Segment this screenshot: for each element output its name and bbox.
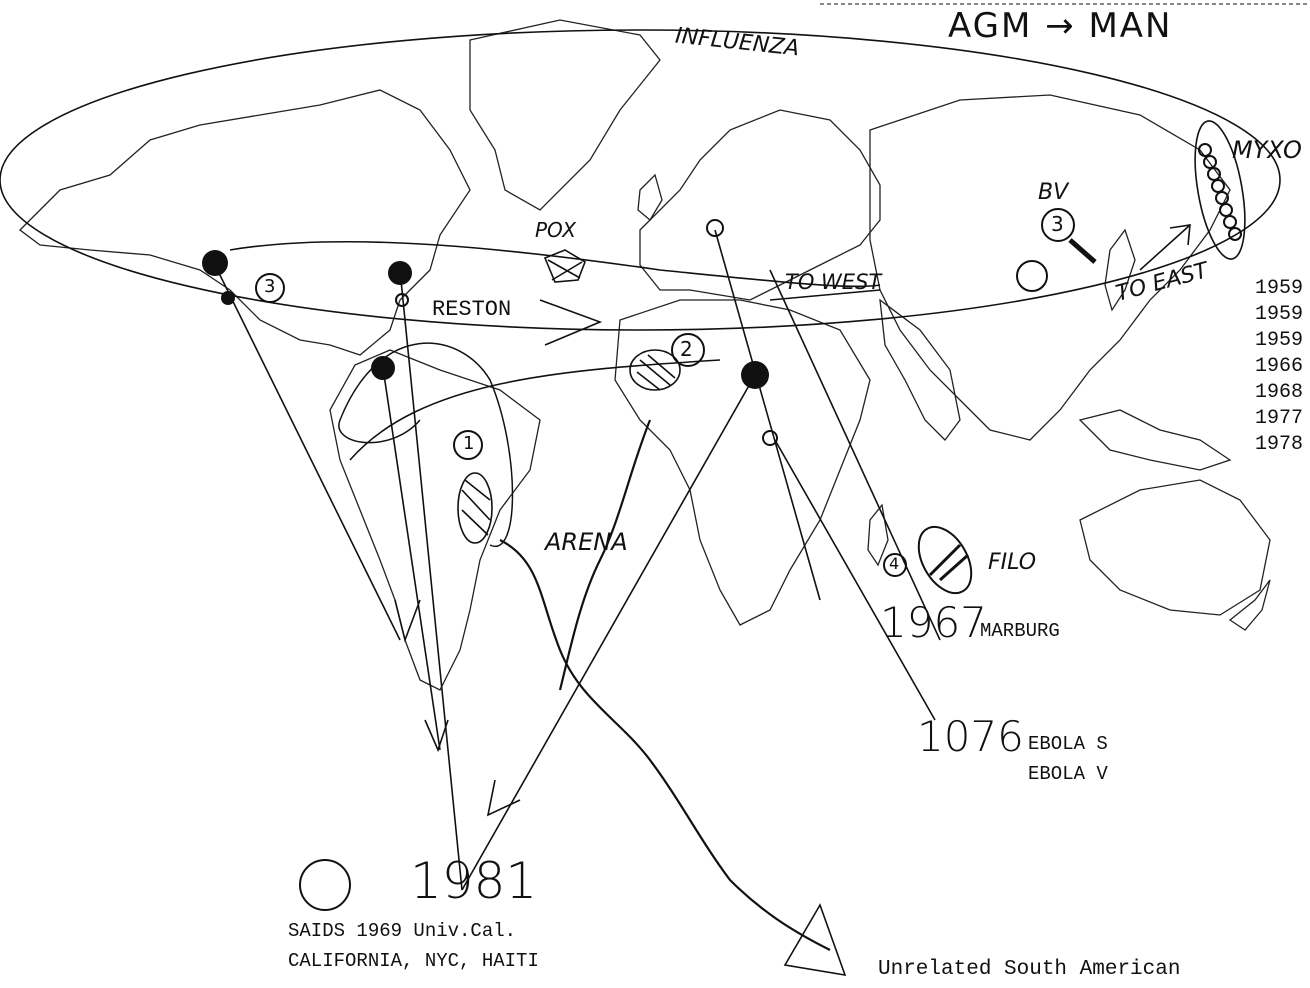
- pox-hatched: [629, 349, 681, 391]
- india-outline: [879, 298, 961, 441]
- hatch-lines: [461, 354, 676, 536]
- madagascar-outline: [867, 503, 889, 567]
- dot-california: [202, 250, 228, 276]
- circle-label-3a: 3: [1051, 212, 1064, 236]
- year-item: 1959: [1255, 277, 1304, 300]
- arrow-3: [486, 779, 521, 817]
- to-west-arrow: [769, 289, 881, 301]
- influenza-ellipse: [0, 29, 1281, 331]
- marburg-name: MARBURG: [980, 620, 1060, 642]
- label-myxo: MYXO: [1232, 136, 1302, 164]
- pox-icon: [543, 249, 586, 283]
- arena-hatched: [457, 472, 493, 544]
- wavy-path: [499, 539, 831, 951]
- myxo-ellipse: [1194, 120, 1246, 260]
- label-arena: ARENA: [545, 528, 628, 556]
- year-item: 1978: [1255, 433, 1304, 456]
- virus-circle: [299, 859, 351, 911]
- ring-europe: [706, 219, 724, 237]
- return-loop: [349, 359, 721, 461]
- marburg-year: 1967: [880, 598, 987, 647]
- arrow-2: [424, 719, 449, 753]
- arrow-1: [394, 599, 421, 643]
- wavy-path-2: [558, 419, 652, 691]
- line-europe-to-1967: [714, 229, 821, 601]
- dot-nyc: [388, 261, 412, 285]
- ebola-line1: EBOLA S: [1028, 733, 1108, 755]
- line-nyc-to-1981: [399, 269, 463, 891]
- circle-1: [453, 430, 483, 460]
- ring-nyc: [395, 293, 409, 307]
- year-item: 1959: [1255, 329, 1304, 352]
- dot-africa: [741, 361, 769, 389]
- year-item: 1959: [1255, 303, 1304, 326]
- circle-2: [671, 333, 705, 367]
- filo-ellipse: [917, 525, 973, 595]
- south-america-outline: [329, 349, 541, 691]
- ring-asia: [1016, 260, 1048, 292]
- circle-label-1: 1: [463, 433, 475, 454]
- aids-line2: CALIFORNIA, NYC, HAITI: [288, 950, 539, 972]
- label-reston: RESTON: [432, 297, 512, 322]
- circle-label-3b: 3: [264, 276, 276, 297]
- circle-3-left: [255, 273, 285, 303]
- page-title: AGM → MAN: [948, 6, 1173, 46]
- greenland-outline: [469, 19, 661, 211]
- africa-outline: [614, 299, 871, 626]
- islands-outline: [1078, 409, 1232, 471]
- line-ca-to-1981: [214, 264, 401, 641]
- triangle-arrow: [783, 903, 847, 977]
- year-item: 1966: [1255, 355, 1304, 378]
- arena-lasso: [338, 342, 514, 548]
- line-africa-to-1981: [461, 374, 756, 891]
- myxo-beads: [1198, 143, 1242, 241]
- circle-label-2: 2: [680, 337, 693, 361]
- years-list: 1959 1959 1959 1966 1968 1977 1978: [1255, 276, 1303, 458]
- circle-label-4: 4: [889, 554, 900, 573]
- label-filo: FILO: [988, 550, 1037, 575]
- reston-loop: [229, 240, 881, 288]
- north-america-outline: [19, 89, 471, 356]
- filo-strand: [928, 543, 969, 582]
- line-marburg: [769, 269, 941, 641]
- aids-year: 1981: [410, 852, 538, 910]
- label-bv: BV: [1038, 180, 1069, 205]
- asia-outline: [869, 94, 1231, 441]
- ebola-line2: EBOLA V: [1028, 763, 1108, 785]
- footer-note: Unrelated South American: [878, 958, 1181, 981]
- aids-line1: SAIDS 1969 Univ.Cal.: [288, 920, 517, 942]
- bv-stalk: [1068, 238, 1097, 264]
- ebola-year: 1076: [917, 712, 1024, 761]
- label-pox: POX: [535, 218, 576, 242]
- japan-outline: [1104, 228, 1136, 312]
- year-item: 1977: [1255, 407, 1304, 430]
- year-item: 1968: [1255, 381, 1304, 404]
- reston-arrow: [539, 299, 603, 346]
- circle-4: [883, 553, 907, 577]
- australia-outline: [1079, 479, 1271, 616]
- label-to-west: TO WEST: [785, 270, 882, 294]
- dot-caribbean: [371, 356, 395, 380]
- uk-outline: [637, 173, 663, 221]
- circle-3-right: [1041, 208, 1075, 242]
- new-zealand-outline: [1228, 579, 1271, 631]
- line-ebola: [774, 439, 936, 721]
- line-caribbean-to-1981: [382, 367, 441, 751]
- ring-africa: [762, 430, 778, 446]
- dot-ca-small: [221, 291, 235, 305]
- to-east-arrow: [1139, 224, 1191, 271]
